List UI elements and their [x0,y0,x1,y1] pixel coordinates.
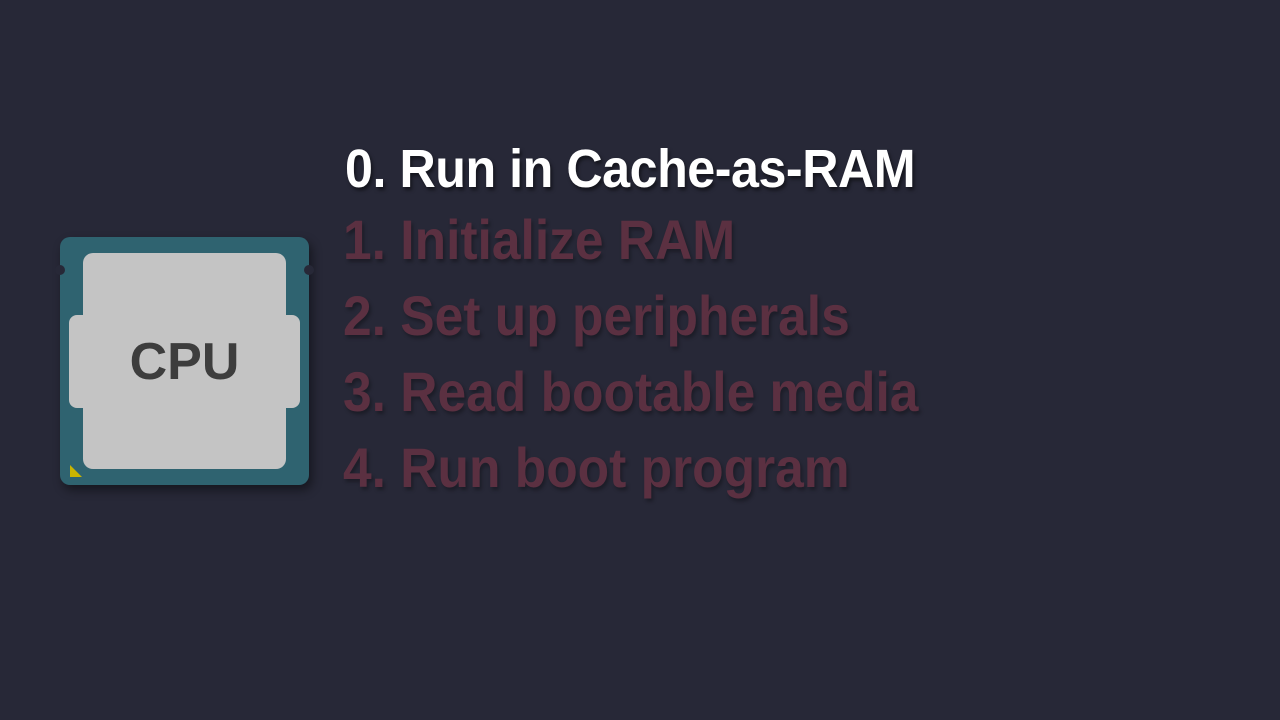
slide-title: 0. Run in Cache-as-RAM [345,139,916,199]
step-2: 2. Set up peripherals [343,284,850,347]
cpu-chip-icon: CPU [55,237,314,485]
chip-notch-left [55,265,65,275]
step-4: 4. Run boot program [343,436,850,499]
chip-die-center [69,315,300,408]
step-1: 1. Initialize RAM [343,208,736,271]
chip-notch-right [304,265,314,275]
cpu-label: CPU [129,333,240,391]
step-3: 3. Read bootable media [343,360,919,423]
pin1-marker-icon [70,465,82,477]
